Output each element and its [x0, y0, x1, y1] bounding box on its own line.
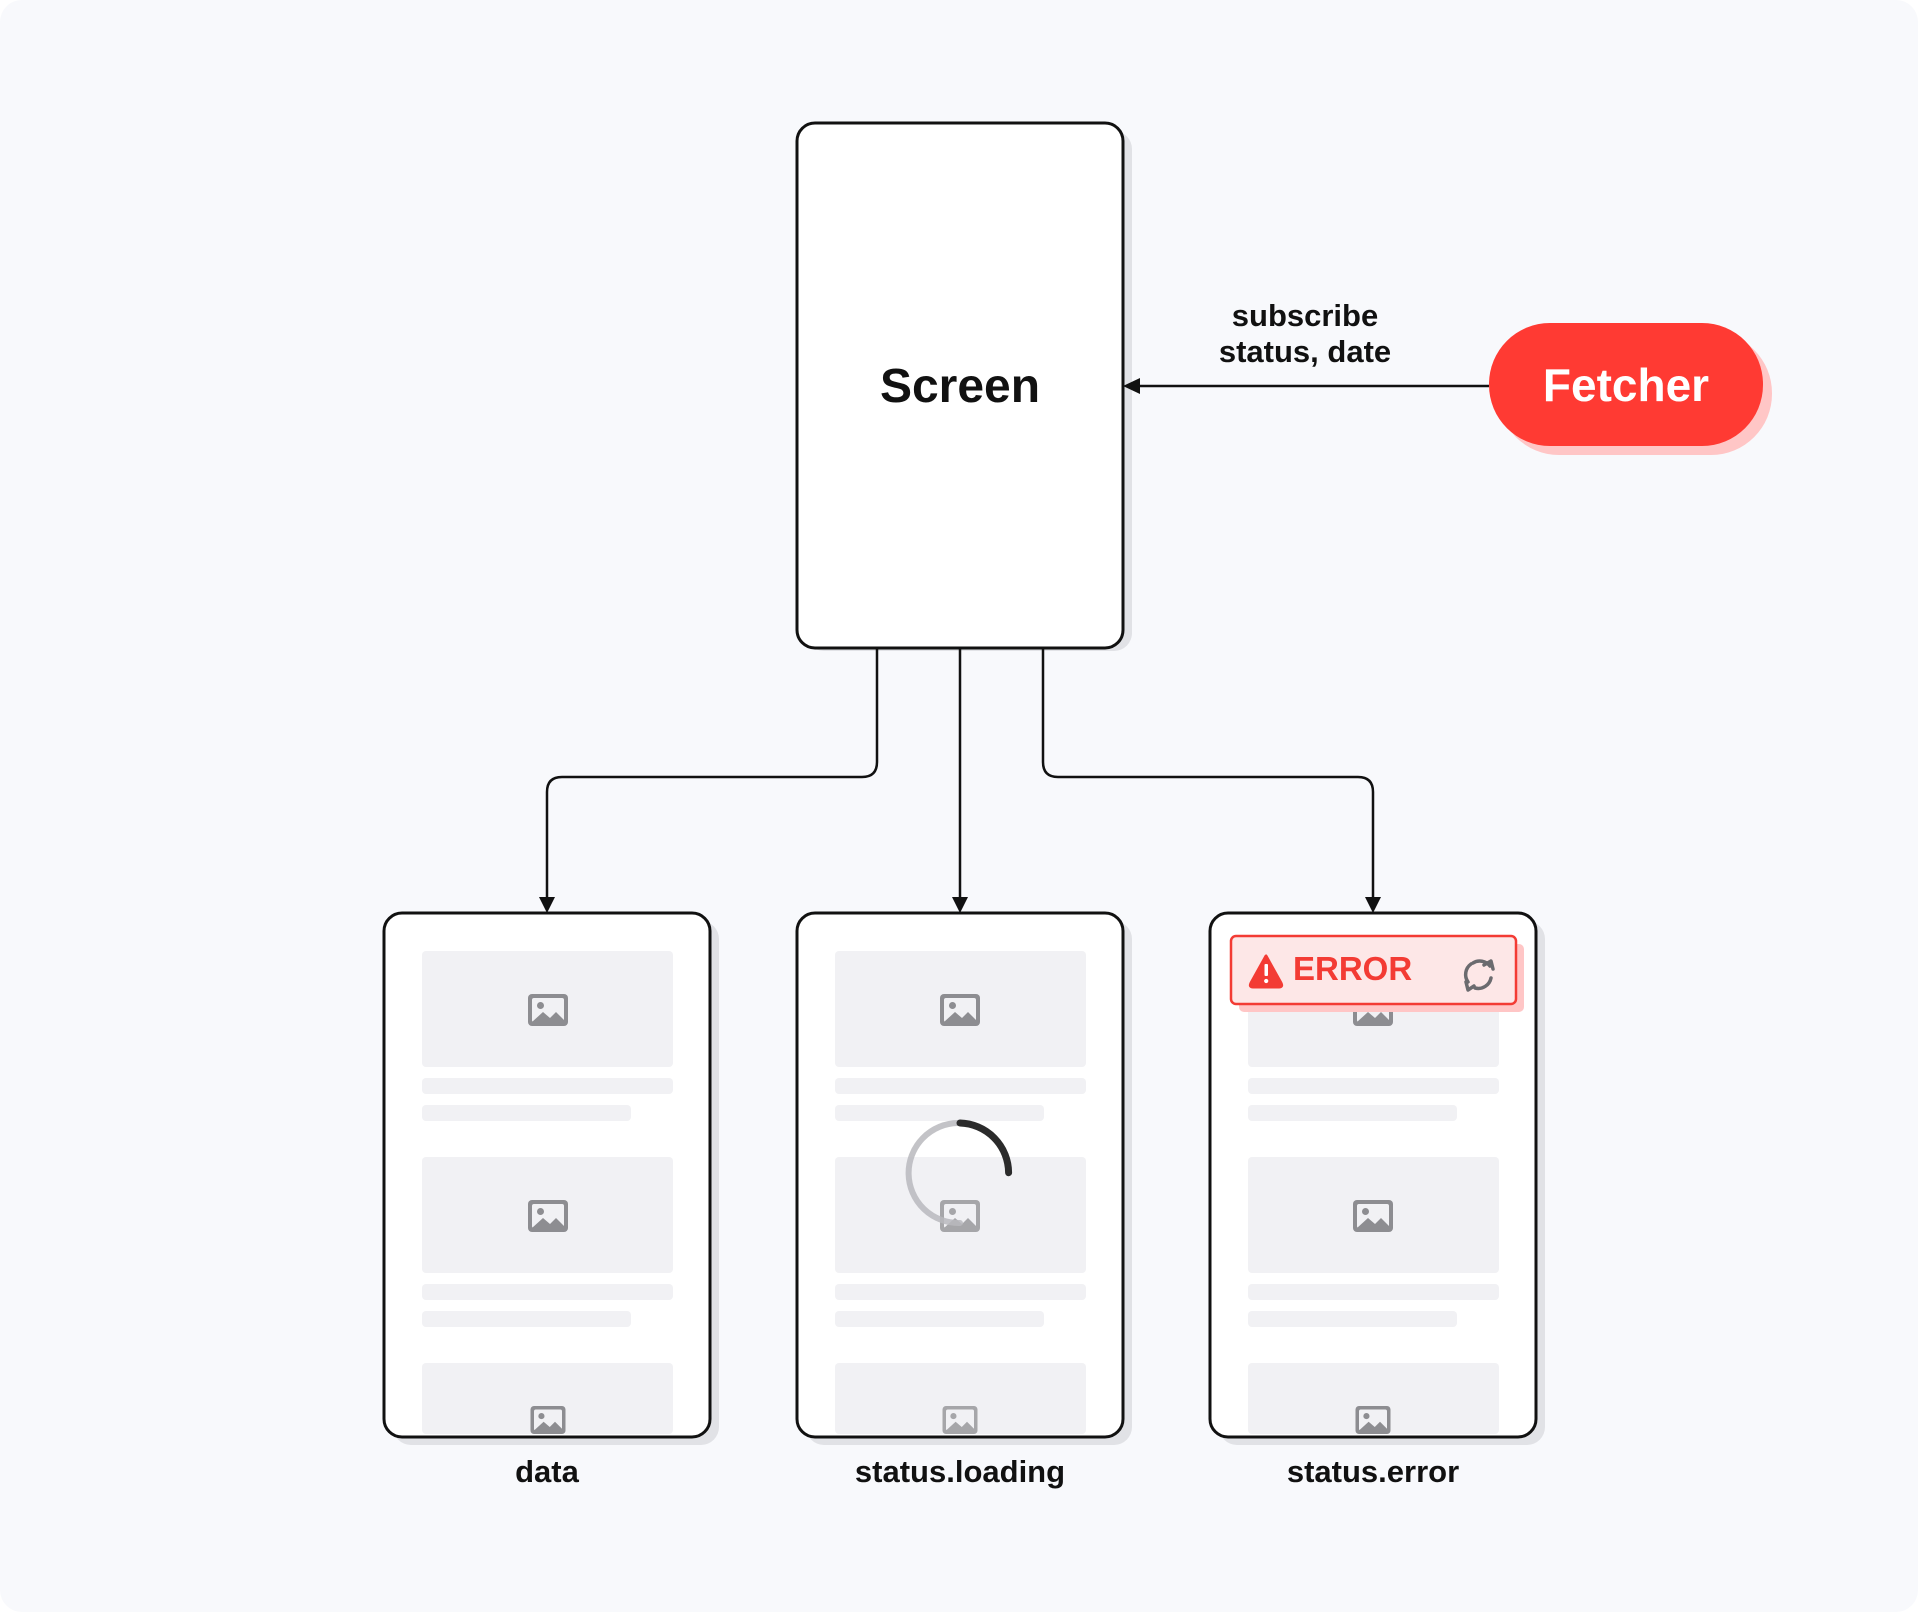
image-icon — [942, 1406, 978, 1434]
image-icon — [1353, 1200, 1393, 1232]
image-icon — [940, 994, 980, 1026]
error-banner — [1229, 934, 1524, 1012]
screen-node-label: Screen — [879, 360, 1041, 413]
fetcher-node — [1489, 323, 1772, 455]
data-state-card — [382, 911, 719, 1445]
screen-node — [795, 121, 1132, 651]
warning-icon — [1248, 954, 1284, 989]
image-icon — [530, 1406, 566, 1434]
edge-label-status-date: status, date — [1218, 334, 1392, 369]
edge-fetcher-to-screen — [1123, 378, 1489, 394]
caption-status-error: status.error — [1286, 1454, 1460, 1489]
edge-screen-to-data — [539, 648, 879, 913]
error-label: ERROR — [1293, 950, 1413, 987]
caption-data: data — [515, 1454, 579, 1489]
edge-screen-to-loading — [952, 648, 968, 913]
edge-screen-to-error — [1041, 648, 1381, 913]
image-icon — [528, 994, 568, 1026]
spinner-icon — [905, 1119, 1013, 1227]
image-icon — [940, 1200, 980, 1232]
refresh-icon[interactable] — [1463, 959, 1495, 992]
loading-state-card — [795, 911, 1132, 1445]
image-icon — [1355, 1406, 1391, 1434]
fetcher-node-label: Fetcher — [1542, 358, 1710, 411]
image-icon — [528, 1200, 568, 1232]
caption-status-loading: status.loading — [854, 1454, 1066, 1489]
edge-label-subscribe: subscribe — [1231, 298, 1379, 333]
